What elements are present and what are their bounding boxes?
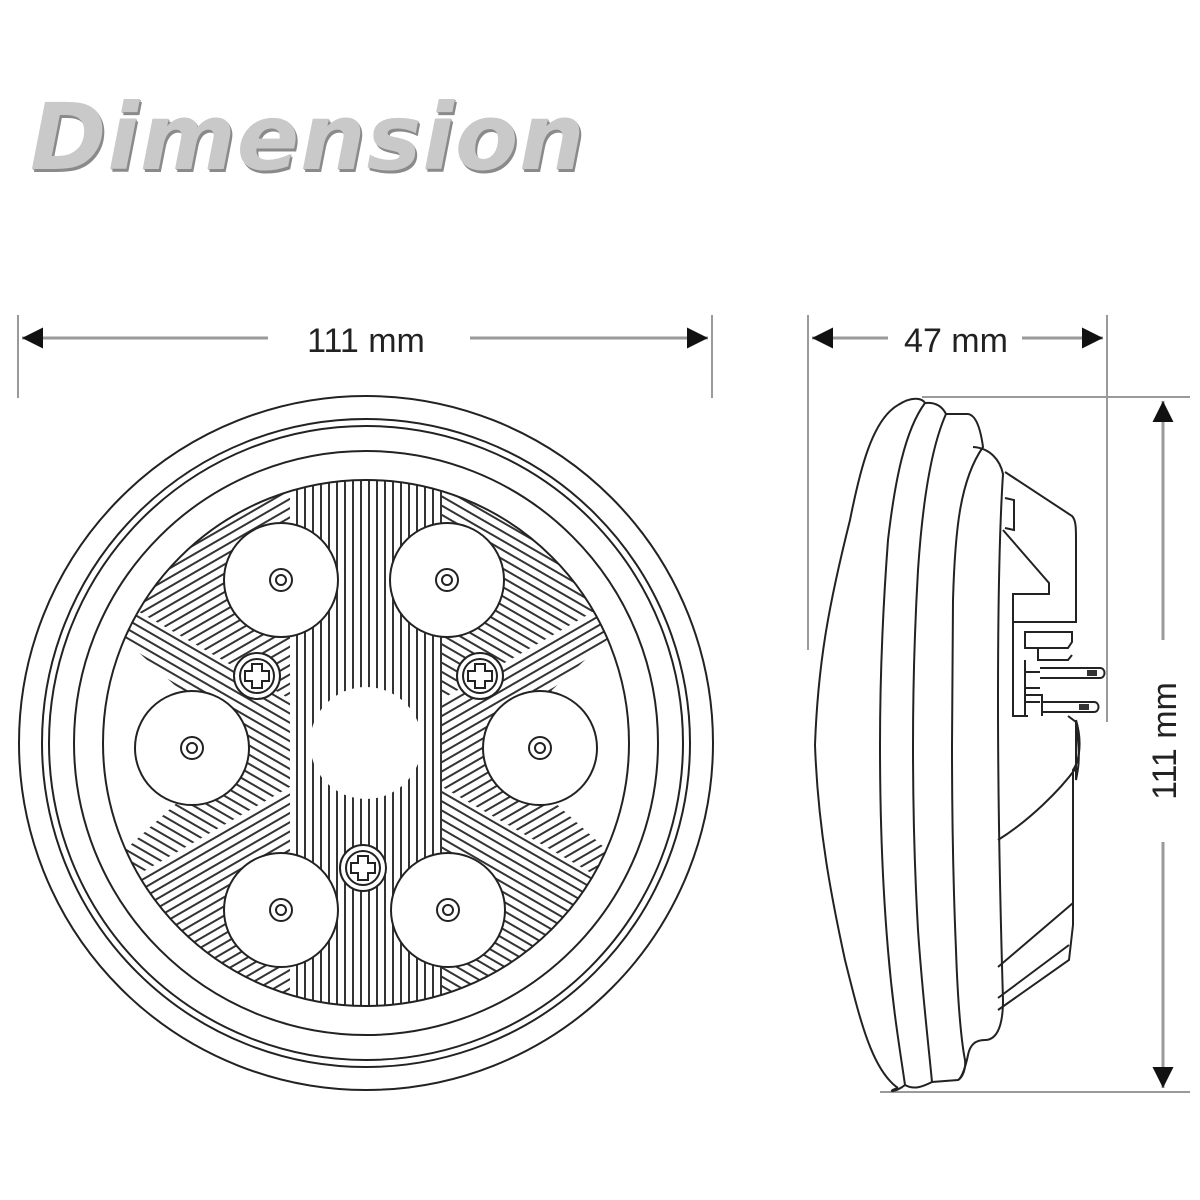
front-width-label: 111 mm (307, 322, 425, 360)
led-top-right (389, 522, 505, 638)
heatsink-face (103, 480, 629, 1006)
screw-icon (233, 652, 281, 700)
led-right (482, 690, 598, 806)
bezel-ring-1 (41, 418, 691, 1068)
bezel-ridge-1 (878, 397, 927, 1092)
face-edge (102, 479, 630, 1007)
side-depth-label: 47 mm (904, 322, 1008, 360)
led-left (134, 690, 250, 806)
bezel-ridge-2 (904, 401, 948, 1089)
rear-notch (1004, 497, 1015, 532)
rear-step (1002, 529, 1050, 622)
center-lens (310, 687, 422, 799)
rear-housing-bottom (997, 719, 1081, 1011)
connector-pin (1040, 667, 1106, 679)
housing-body (957, 446, 1005, 1081)
rear-housing-top (1004, 471, 1077, 616)
side-view (813, 397, 1106, 1092)
screw-icon (456, 652, 504, 700)
lens-outline (813, 404, 899, 1089)
led-top-left (223, 522, 339, 638)
bezel-ridge-3 (931, 413, 985, 1083)
side-depth-dimension: 47 mm (807, 315, 1108, 722)
connector-pin (1042, 701, 1100, 713)
led-bottom-left (223, 852, 339, 968)
outer-ring (18, 395, 714, 1091)
front-view (18, 395, 714, 1091)
side-height-label: 111 mm (1146, 682, 1184, 800)
front-width-dimension: 111 mm (17, 315, 713, 398)
screw-icon (339, 844, 387, 892)
connector-block (1012, 622, 1028, 717)
bezel-ring-2 (48, 425, 684, 1061)
bezel-ring-3 (73, 450, 659, 1036)
side-height-dimension: 111 mm (880, 396, 1190, 1093)
led-bottom-right (390, 852, 506, 968)
page-title: Dimension (30, 84, 586, 191)
